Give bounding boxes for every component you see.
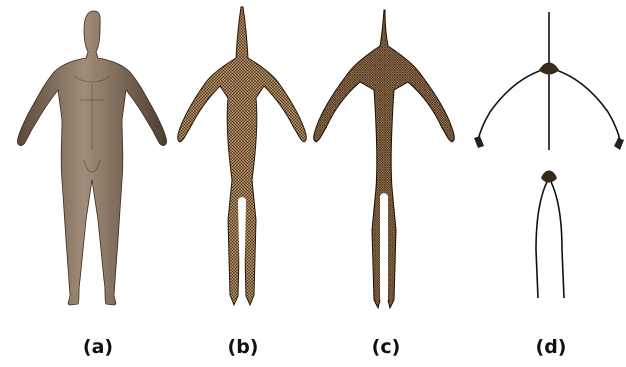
panel-b-contraction-1 — [178, 7, 307, 305]
skeleton-left-leg — [536, 178, 549, 298]
skeleton-left-hand — [474, 136, 484, 148]
skeleton-left-arm — [478, 68, 549, 140]
skeleton-shoulder-node — [539, 63, 559, 75]
body-silhouette — [17, 11, 166, 305]
caption-a: (a) — [63, 336, 133, 358]
caption-d: (d) — [516, 336, 586, 358]
leg-gap-b — [238, 197, 246, 296]
skeleton-right-arm — [549, 68, 620, 140]
panel-c-contraction-2 — [314, 10, 455, 308]
panel-a-human-mesh — [17, 11, 166, 305]
skeleton-pelvis-node — [541, 171, 557, 183]
panel-d-curve-skeleton — [474, 12, 624, 298]
caption-b: (b) — [208, 336, 278, 358]
leg-gap-c — [380, 193, 388, 300]
caption-c: (c) — [351, 336, 421, 358]
skeleton-right-hand — [614, 138, 624, 150]
skeleton-right-leg — [549, 178, 564, 298]
